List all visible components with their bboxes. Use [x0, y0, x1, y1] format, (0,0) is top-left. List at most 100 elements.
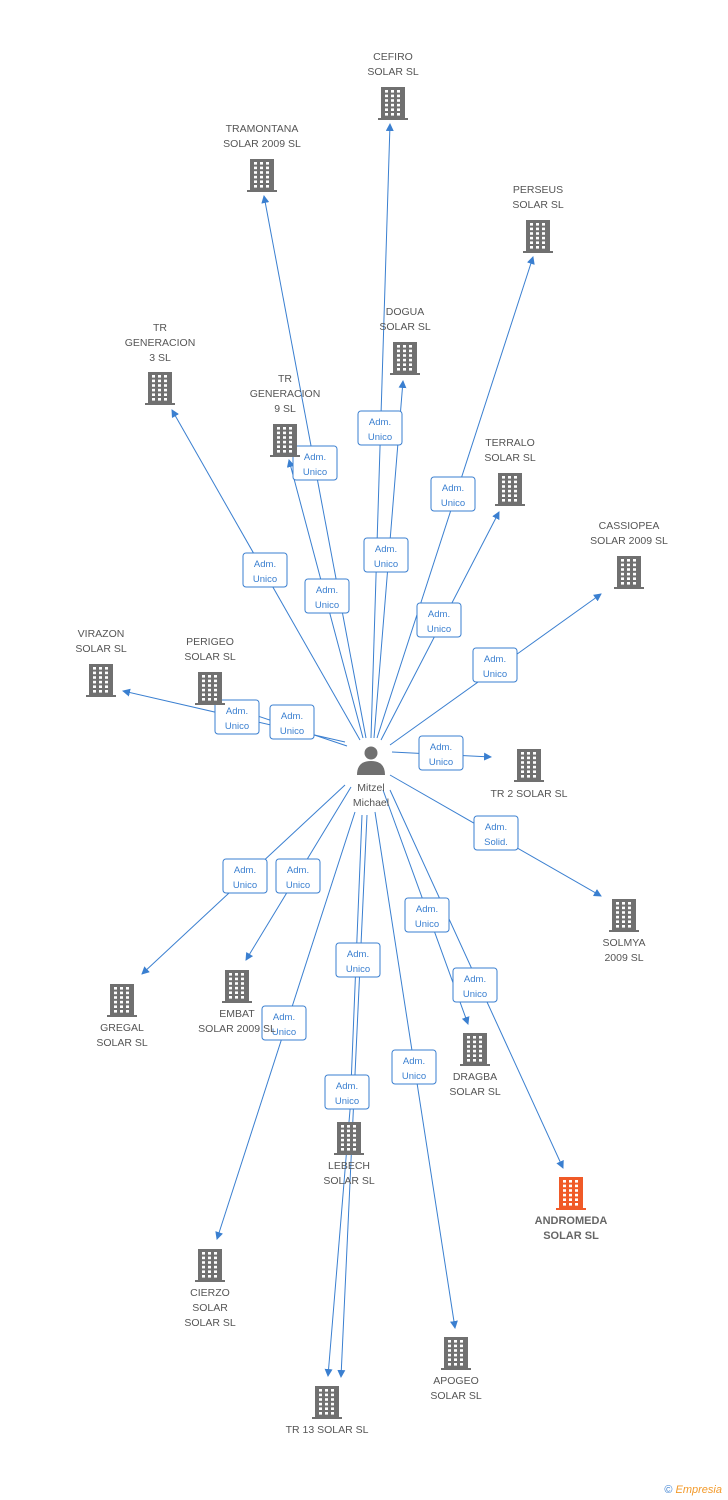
role-text: Unico	[415, 919, 439, 930]
building-icon[interactable]	[514, 749, 544, 782]
role-label-tr-2[interactable]: Adm. Unico	[418, 735, 464, 771]
role-box[interactable]	[242, 552, 288, 588]
role-text: Unico	[272, 1027, 296, 1038]
role-label-virazon[interactable]: Adm.Unico	[214, 699, 260, 735]
role-label-terralo[interactable]: Adm.Unico	[416, 602, 462, 638]
role-box[interactable]	[324, 1074, 370, 1110]
role-box[interactable]	[292, 445, 338, 481]
role-box[interactable]	[275, 858, 321, 894]
role-label-tr-generacion-3[interactable]: Adm.Unico	[242, 552, 288, 588]
role-text: Adm.	[281, 711, 303, 722]
building-icon[interactable]	[107, 984, 137, 1017]
role-label-lebech[interactable]: Adm.Unico	[335, 942, 381, 978]
role-label-cassiopea[interactable]: Adm.Unico	[472, 647, 518, 683]
role-label-solmya[interactable]: Adm.Solid.	[473, 815, 519, 851]
building-icon[interactable]	[378, 87, 408, 120]
role-text: Adm.	[430, 742, 452, 753]
role-label-gregal[interactable]: Adm.Unico	[222, 858, 268, 894]
role-label-tramontana[interactable]: Adm.Unico	[292, 445, 338, 481]
company-node-tramontana[interactable]: TRAMONTANA SOLAR 2009 SL	[223, 123, 301, 192]
role-label-tr-generacion-9[interactable]: Adm.Unico	[304, 578, 350, 614]
role-box[interactable]	[418, 735, 464, 771]
building-icon[interactable]	[222, 970, 252, 1003]
brand-logo[interactable]: Empresia	[675, 1484, 722, 1496]
company-name-line: SOLAR 2009 SL	[223, 138, 301, 150]
building-icon[interactable]	[614, 556, 644, 589]
role-box[interactable]	[416, 602, 462, 638]
building-icon[interactable]	[334, 1122, 364, 1155]
role-label-andromeda[interactable]: Adm.Unico	[452, 967, 498, 1003]
building-icon[interactable]	[523, 220, 553, 253]
role-box[interactable]	[304, 578, 350, 614]
role-box[interactable]	[269, 704, 315, 740]
building-icon[interactable]	[556, 1177, 586, 1210]
role-box[interactable]	[473, 815, 519, 851]
role-box[interactable]	[363, 537, 409, 573]
building-icon[interactable]	[460, 1033, 490, 1066]
building-icon[interactable]	[312, 1386, 342, 1419]
role-label-perigeo[interactable]: Adm.Unico	[269, 704, 315, 740]
company-name-line: TR 13 SOLAR SL	[286, 1424, 369, 1436]
company-name-line: PERSEUS	[513, 184, 563, 196]
role-box[interactable]	[472, 647, 518, 683]
role-box[interactable]	[214, 699, 260, 735]
company-node-tr-13[interactable]: TR 13 SOLAR SL	[286, 1386, 369, 1436]
role-label-apogeo[interactable]: Adm.Unico	[391, 1049, 437, 1085]
role-label-embat[interactable]: Adm.Unico	[275, 858, 321, 894]
role-label-cefiro[interactable]: Adm.Unico	[357, 410, 403, 446]
building-icon[interactable]	[495, 473, 525, 506]
role-box[interactable]	[391, 1049, 437, 1085]
role-label-perseus[interactable]: Adm.Unico	[430, 476, 476, 512]
building-icon[interactable]	[195, 672, 225, 705]
building-icon[interactable]	[86, 664, 116, 697]
building-icon[interactable]	[270, 424, 300, 457]
company-name-line: DOGUA	[386, 306, 425, 318]
role-box[interactable]	[357, 410, 403, 446]
building-icon[interactable]	[195, 1249, 225, 1282]
company-node-perseus[interactable]: PERSEUS SOLAR SL	[512, 184, 564, 253]
role-text: Unico	[429, 757, 453, 768]
role-label-dogua[interactable]: Adm.Unico	[363, 537, 409, 573]
role-label-cierzo[interactable]: Adm.Unico	[261, 1005, 307, 1041]
company-name-line: SOLAR 2009 SL	[590, 535, 668, 547]
company-name-line: TRAMONTANA	[226, 123, 299, 135]
company-node-tr-2[interactable]: TR 2 SOLAR SL	[490, 749, 568, 800]
role-box[interactable]	[430, 476, 476, 512]
role-box[interactable]	[404, 897, 450, 933]
building-icon[interactable]	[390, 342, 420, 375]
role-box[interactable]	[335, 942, 381, 978]
role-text: Unico	[253, 574, 277, 585]
building-icon[interactable]	[441, 1337, 471, 1370]
building-icon[interactable]	[609, 899, 639, 932]
company-name-line: SOLAR SL	[484, 452, 536, 464]
role-box[interactable]	[261, 1005, 307, 1041]
role-label-tr-13[interactable]: Adm.Unico	[324, 1074, 370, 1110]
building-icon[interactable]	[145, 372, 175, 405]
company-name-line: SOLAR SL	[184, 1317, 236, 1329]
role-label-dragba[interactable]: Adm.Unico	[404, 897, 450, 933]
company-name-line: SOLAR SL	[512, 199, 564, 211]
role-box[interactable]	[452, 967, 498, 1003]
role-text: Adm.	[287, 865, 309, 876]
role-text: Adm.	[375, 544, 397, 555]
company-name-line: PERIGEO	[186, 636, 234, 648]
role-box[interactable]	[222, 858, 268, 894]
building-icon[interactable]	[247, 159, 277, 192]
